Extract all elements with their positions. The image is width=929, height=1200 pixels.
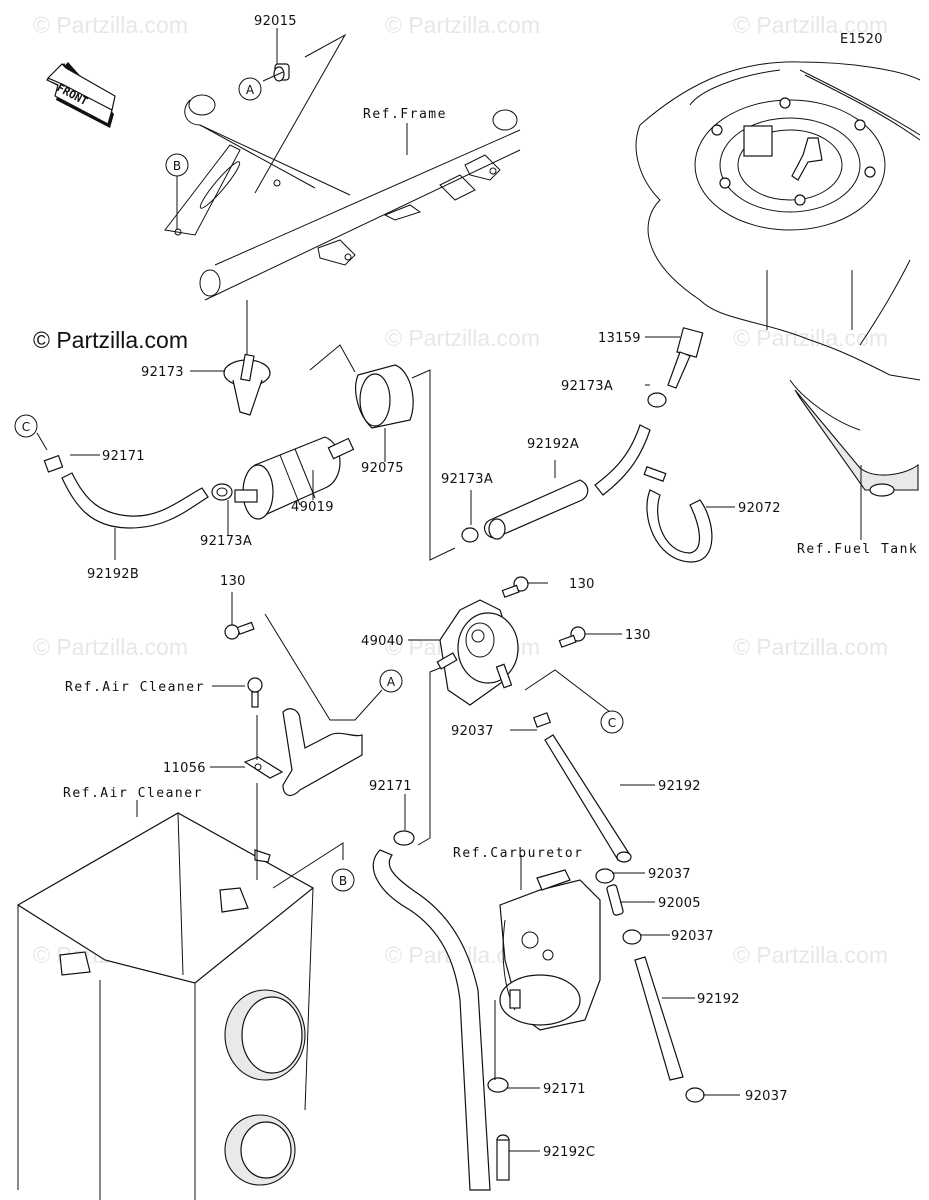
part-label[interactable]: 92171 [102, 449, 145, 464]
copyright-text: © Partzilla.com [33, 327, 188, 353]
part-label[interactable]: 130 [220, 574, 246, 589]
fuel-pump-49040 [436, 599, 519, 706]
part-label[interactable]: 92015 [254, 14, 297, 29]
hose-92192-lower [634, 956, 684, 1081]
clamp-92173A-mid [461, 527, 479, 543]
part-label[interactable]: 13159 [598, 331, 641, 346]
bracket-11056 [243, 708, 363, 797]
part-label[interactable]: 92037 [648, 867, 691, 882]
part-label[interactable]: 92005 [658, 896, 701, 911]
leader-lines [36, 28, 862, 1152]
ref-air-cleaner-box-label: Ref.Air Cleaner [63, 786, 203, 801]
svg-text:A: A [246, 83, 255, 97]
hose-92192C [372, 849, 510, 1191]
part-label[interactable]: 130 [569, 577, 595, 592]
watermark: © Partzilla.com [733, 325, 888, 351]
fuel-filter-49019 [234, 436, 355, 520]
part-label[interactable]: 92173 [141, 365, 184, 380]
frame-drawing [164, 94, 521, 301]
part-label[interactable]: 92072 [738, 501, 781, 516]
clamp-92037-b [595, 868, 615, 884]
clamp-92037-c [622, 929, 642, 945]
watermark: © Partzilla.com [733, 634, 888, 660]
clamp-92037-d [685, 1087, 705, 1103]
svg-text:C: C [22, 420, 30, 434]
watermark: © Partzilla.com [385, 325, 540, 351]
ref-frame-label: Ref.Frame [363, 107, 447, 122]
part-label[interactable]: 92192B [87, 567, 139, 582]
callout-a-top: A [238, 77, 262, 101]
part-label[interactable]: 92171 [543, 1082, 586, 1097]
ref-carburetor-label: Ref.Carburetor [453, 846, 584, 861]
band-92075 [355, 364, 414, 429]
air-cleaner-box [16, 812, 315, 1200]
callout-b-box: B [331, 868, 355, 892]
part-label[interactable]: 92037 [745, 1089, 788, 1104]
diagram-code: E1520 [840, 32, 883, 47]
part-label[interactable]: 92037 [451, 724, 494, 739]
part-label[interactable]: 92037 [671, 929, 714, 944]
clamp-92171-top [43, 454, 64, 473]
front-arrow-icon: FRONT [45, 62, 116, 128]
clamp-92171-bot [487, 1077, 509, 1093]
part-label[interactable]: 92075 [361, 461, 404, 476]
ref-air-cleaner-bolt-label: Ref.Air Cleaner [65, 680, 205, 695]
air-cleaner-bolt [247, 677, 263, 708]
joint-13159 [667, 327, 704, 389]
ref-fuel-tank-label: Ref.Fuel Tank [797, 542, 918, 557]
part-label[interactable]: 92192C [543, 1145, 595, 1160]
callout-b-top: B [165, 153, 189, 177]
part-label[interactable]: 92192 [658, 779, 701, 794]
bolt-130-left [224, 621, 255, 640]
part-label[interactable]: 92171 [369, 779, 412, 794]
watermark: © Partzilla.com [33, 12, 188, 38]
part-label[interactable]: 130 [625, 628, 651, 643]
hose-92192-upper [544, 734, 632, 863]
part-label[interactable]: 49019 [291, 500, 334, 515]
bolt-130-pump-top [501, 576, 529, 598]
callout-a-bracket: A [379, 669, 403, 693]
hose-92192A [483, 424, 651, 540]
clamp-92173 [223, 353, 271, 416]
part-label[interactable]: 92192 [697, 992, 740, 1007]
watermark: © Partzilla.com [33, 634, 188, 660]
bolt-130-pump-right [558, 626, 586, 648]
part-label[interactable]: 92173A [561, 379, 613, 394]
watermark: © Partzilla.com [733, 942, 888, 968]
part-label[interactable]: 11056 [163, 761, 206, 776]
watermark: © Partzilla.com [385, 12, 540, 38]
svg-text:B: B [339, 874, 347, 888]
fitting-92005 [606, 884, 624, 916]
callout-c-pump: C [600, 710, 624, 734]
carburetor-drawing [499, 869, 601, 1031]
clamp-92037-pump [532, 712, 552, 728]
part-label[interactable]: 92173A [200, 534, 252, 549]
fuel-tank-drawing [635, 61, 921, 497]
clamp-92171-mid [393, 830, 415, 846]
svg-text:B: B [173, 159, 181, 173]
part-label[interactable]: 92192A [527, 437, 579, 452]
band-92072 [643, 466, 713, 563]
hose-92192B [61, 472, 209, 529]
svg-text:C: C [608, 716, 616, 730]
clamp-92173A-left [211, 483, 233, 501]
part-label[interactable]: 92173A [441, 472, 493, 487]
callout-c-left: C [14, 414, 38, 438]
clamp-92173A-top [647, 392, 667, 408]
svg-text:A: A [387, 675, 396, 689]
part-label[interactable]: 49040 [361, 634, 404, 649]
watermark: © Partzilla.com [733, 12, 888, 38]
